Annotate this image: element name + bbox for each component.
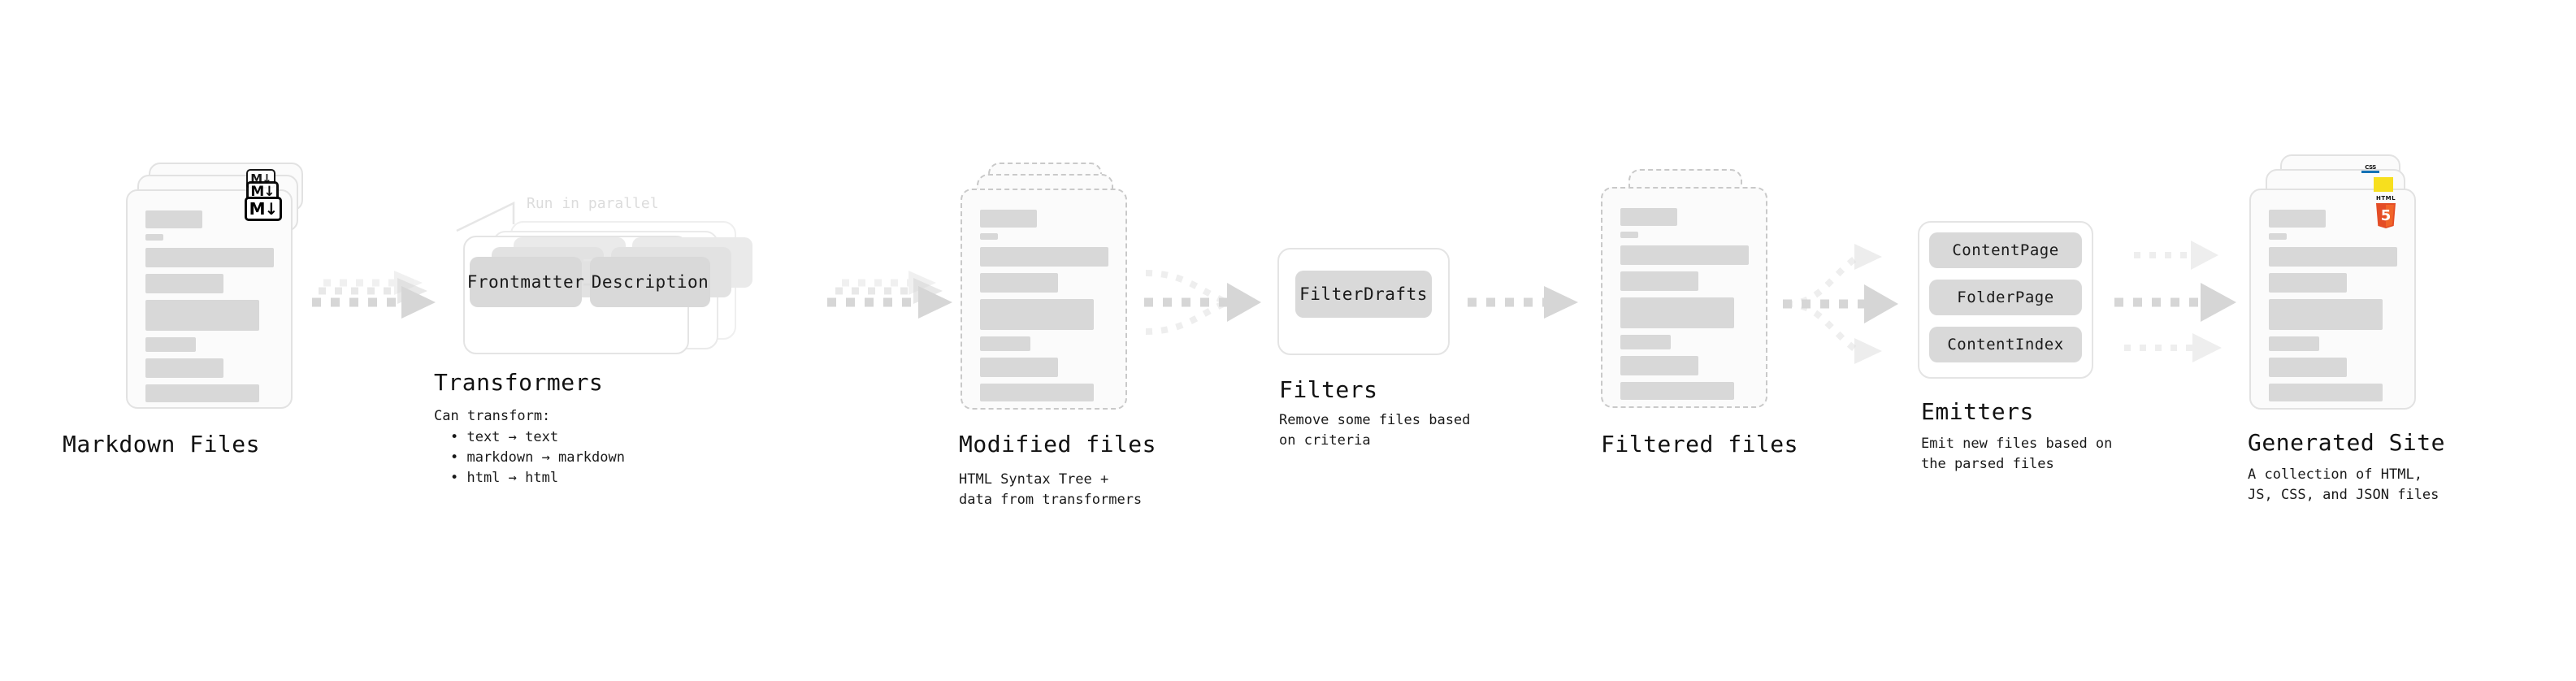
transformers-bullet-list: • text → text • markdown → markdown • ht… [450,427,625,488]
filters-subtitle: Remove some files based on criteria [1279,412,1471,449]
skeleton-bar [1620,382,1734,400]
stage-filtered-files: Filtered files [1601,163,1798,458]
skeleton-title-bar [980,210,1037,228]
generated-site-stack: CSS HTML [2249,154,2444,414]
markdown-icon: M↓ [245,197,282,221]
skeleton-bar [980,247,1108,267]
skeleton-bar [2269,247,2397,267]
run-in-parallel-leader-line [456,202,515,232]
contentpage-chip-label: ContentPage [1952,241,2059,259]
contentindex-chip[interactable]: ContentIndex [1929,327,2082,362]
skeleton-bar [145,274,223,293]
skeleton-title-bar [1620,208,1677,226]
transformers-bullet: • text → text [450,429,559,445]
connector-filtered-to-emitters [1783,244,1898,364]
skeleton-bar [2269,299,2383,330]
skeleton-title-bar [145,210,202,228]
frontmatter-chip-label: Frontmatter [466,272,585,292]
skeleton-sub-bar [145,234,163,241]
connector-transformers-to-modified [827,271,952,319]
stage-modified-files: Modified files HTML Syntax Tree + data f… [959,163,1156,508]
skeleton-bar [2269,358,2347,377]
folderpage-chip-label: FolderPage [1957,288,2054,306]
modified-file-stack [961,163,1147,414]
skeleton-title-bar [2269,210,2326,228]
filterdrafts-chip[interactable]: FilterDrafts [1295,271,1432,318]
skeleton-bar [2269,273,2347,293]
skeleton-bar [145,248,274,267]
skeleton-bar [1620,297,1734,328]
javascript-icon-square [2374,177,2393,192]
skeleton-bar [980,384,1094,401]
html5-icon: HTML 5 [2373,193,2399,229]
description-chip-label: Description [591,272,709,292]
skeleton-bar [145,384,259,402]
modified-card-front [961,189,1127,410]
transformers-subtitle: Can transform: [434,408,551,424]
stage-title-filters: Filters [1279,376,1378,403]
html5-icon-shield: HTML 5 [2376,195,2396,228]
css3-icon: CSS [2361,164,2379,173]
stage-markdown-files: M↓ M↓ M↓ Markdown File [63,163,313,458]
skeleton-bar [1620,271,1698,291]
connector-emitters-to-site [2114,241,2236,362]
description-chip[interactable]: Description [590,257,710,307]
skeleton-bar [980,273,1058,293]
skeleton-sub-bar [980,233,998,240]
skeleton-bar [1620,356,1698,375]
stage-generated-site: CSS HTML [2248,154,2445,503]
skeleton-bar [1620,245,1749,265]
filtered-file-stack [1601,163,1788,414]
connector-filters-to-filtered [1468,286,1578,319]
frontmatter-chip[interactable]: Frontmatter [466,257,585,307]
emitters-subtitle: Emit new files based on the parsed files [1921,436,2113,472]
skeleton-bar [2269,336,2319,351]
css3-icon-bar [2361,171,2379,173]
css3-icon-label: CSS [2365,164,2376,171]
modified-files-subtitle: HTML Syntax Tree + data from transformer… [959,471,1143,508]
stage-title-markdown-files: Markdown Files [63,431,261,458]
markdown-icon-glyph: M↓ [249,199,279,219]
connector-modified-to-filters [1144,270,1261,335]
stage-title-modified-files: Modified files [959,431,1157,458]
contentpage-chip[interactable]: ContentPage [1929,232,2082,268]
markdown-file-stack: M↓ M↓ M↓ [126,163,313,414]
markdown-icon-glyph: M↓ [250,183,275,200]
transformers-bullet: • markdown → markdown [450,449,625,466]
skeleton-bar [2269,384,2383,401]
skeleton-bar [1620,335,1671,349]
html5-icon-number: 5 [2381,207,2392,224]
filterdrafts-chip-label: FilterDrafts [1299,284,1428,304]
skeleton-bar [980,358,1058,377]
javascript-icon [2374,177,2393,192]
filtered-card-front [1601,187,1767,408]
stage-title-generated-site: Generated Site [2248,429,2446,456]
markdown-card-front [126,189,293,409]
transformers-bullet: • html → html [450,470,559,486]
skeleton-bar [980,336,1030,351]
generated-site-subtitle: A collection of HTML, JS, CSS, and JSON … [2248,466,2439,503]
skeleton-bar [145,300,259,331]
stage-title-emitters: Emitters [1921,398,2034,425]
skeleton-bar [145,358,223,378]
skeleton-bar [980,299,1094,330]
stage-title-transformers: Transformers [434,369,604,396]
skeleton-bar [145,337,196,352]
folderpage-chip[interactable]: FolderPage [1929,280,2082,315]
skeleton-sub-bar [1620,232,1638,238]
contentindex-chip-label: ContentIndex [1947,336,2064,354]
stage-title-filtered-files: Filtered files [1601,431,1799,458]
skeleton-sub-bar [2269,233,2287,240]
annotation-run-in-parallel: Run in parallel [527,195,659,212]
html5-icon-wordmark: HTML [2376,195,2396,202]
connector-markdown-to-transformers [312,271,436,319]
